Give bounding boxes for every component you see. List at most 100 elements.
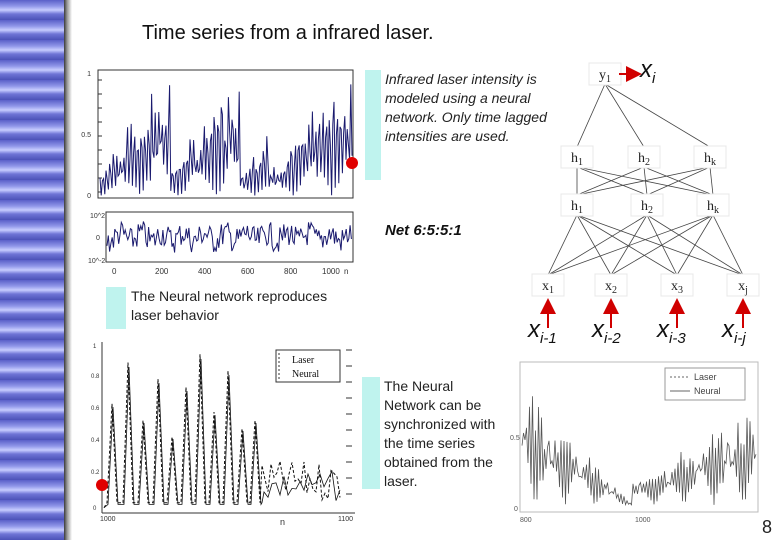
network-edge — [576, 214, 744, 276]
network-edge — [547, 214, 648, 276]
left-ytick-3: 0.6 — [91, 406, 100, 412]
network-node-label: h2 — [638, 151, 650, 168]
plot-top: 1 0.5 0 — [81, 69, 354, 200]
left-ytick-4: 0.4 — [91, 438, 100, 444]
network-node-label: y1 — [599, 68, 611, 85]
network-node-label: h1 — [571, 151, 583, 168]
top-xtick-3: 400 — [198, 267, 212, 276]
right-ytick-2: 0 — [514, 506, 518, 513]
network-edge — [576, 214, 612, 276]
network-node — [726, 273, 760, 297]
right-xtick-1: 800 — [520, 517, 532, 524]
top-xtick-2: 200 — [155, 267, 169, 276]
mid-ytick-1: 10^2 — [90, 213, 105, 220]
top-xlabel: n — [344, 267, 348, 276]
left-xtick-1: 1000 — [100, 516, 116, 523]
note-bottom-bar — [362, 377, 380, 489]
network-node-label: hk — [704, 151, 716, 168]
plot-middle: 10^2 0 10^-2 0 200 400 600 800 1000 n — [88, 211, 354, 276]
network-node — [531, 273, 565, 297]
residual-series — [106, 220, 352, 253]
top-xtick-6: 1000 — [322, 267, 340, 276]
network-edge — [547, 214, 714, 276]
network-node-label: x3 — [671, 279, 683, 296]
mid-ytick-2: 0 — [96, 235, 100, 242]
left-legend-neural: Neural — [292, 369, 319, 380]
network-node-label: h1 — [571, 199, 583, 216]
right-series — [521, 396, 757, 507]
left-ytick-6: 0 — [93, 506, 97, 512]
network-edge — [576, 83, 606, 148]
left-xtick-2: 1100 — [338, 516, 353, 523]
network-edge — [610, 214, 714, 276]
plot-right-comparison: Laser Neural 0.5 0 800 1000 — [510, 361, 759, 524]
red-marker-top — [346, 157, 358, 169]
note-top: Infrared laser intensity is modeled usin… — [385, 71, 547, 144]
network-edge — [604, 83, 645, 148]
left-ytick-5: 0.2 — [91, 470, 100, 476]
slide-title: Time series from a infrared laser. — [142, 22, 434, 44]
network-edge — [576, 166, 645, 196]
left-legend-box — [275, 349, 341, 383]
neural-network-diagram: y1 h1 h2 hk h1 h2 hk x1 x2 x3 xj — [531, 62, 760, 297]
note-mid: The Neural network reproduces laser beha… — [131, 288, 328, 323]
left-neural-series — [103, 358, 341, 509]
network-node-label: h2 — [641, 199, 653, 216]
network-edge — [676, 214, 714, 276]
binder-edge — [64, 0, 72, 540]
top-xtick-5: 800 — [284, 267, 298, 276]
network-node — [693, 145, 727, 169]
binder-strip — [0, 0, 64, 540]
network-node-label: xj — [738, 279, 748, 296]
input-var-label-2: xi-2 — [592, 316, 621, 347]
network-edge — [604, 83, 711, 148]
right-legend-neural: Neural — [694, 386, 721, 396]
top-ytick-1: 1 — [87, 71, 91, 78]
note-top-bar — [365, 70, 381, 180]
right-legend-laser: Laser — [694, 372, 717, 382]
network-label: Net 6:5:5:1 — [385, 222, 462, 239]
network-edge — [646, 166, 711, 196]
output-var-label: xi — [640, 56, 656, 87]
top-xtick-1: 0 — [112, 267, 117, 276]
input-var-label-1: xi-1 — [528, 316, 557, 347]
network-edge — [576, 214, 678, 276]
plot-left-comparison: Laser Neural 1000 1100 n 1 0.8 0.6 0.4 0… — [91, 342, 355, 527]
red-marker-bottom — [96, 479, 108, 491]
mid-ytick-3: 10^-2 — [88, 258, 105, 265]
left-xlabel: n — [280, 517, 285, 527]
right-legend-box — [664, 367, 746, 401]
network-edge — [547, 214, 578, 276]
network-edge — [576, 166, 711, 196]
input-var-label-4: xi-j — [722, 316, 746, 347]
left-ytick-1: 1 — [93, 344, 97, 350]
network-node — [594, 273, 628, 297]
left-ytick-2: 0.8 — [91, 374, 100, 380]
network-node — [627, 145, 661, 169]
top-ytick-2: 0.5 — [81, 132, 91, 139]
top-ytick-3: 0 — [87, 193, 91, 200]
network-edge — [712, 214, 744, 276]
network-node — [630, 193, 664, 217]
network-node-label: x1 — [542, 279, 554, 296]
right-ytick-1: 0.5 — [510, 435, 520, 442]
network-edge — [643, 166, 648, 196]
right-xtick-2: 1000 — [635, 517, 651, 524]
laser-series-top — [99, 84, 353, 196]
network-edge — [576, 166, 648, 196]
network-node — [696, 193, 730, 217]
network-node — [560, 145, 594, 169]
network-node-label: hk — [707, 199, 719, 216]
network-edge — [709, 166, 714, 196]
network-node — [560, 193, 594, 217]
network-node-label: x2 — [605, 279, 617, 296]
note-bottom: The Neural Network can be synchronized w… — [384, 378, 496, 489]
left-legend-laser: Laser — [292, 355, 315, 366]
network-node — [660, 273, 694, 297]
page-number: 8 — [762, 517, 773, 537]
network-edge — [610, 214, 648, 276]
top-xtick-4: 600 — [241, 267, 255, 276]
note-mid-bar — [106, 287, 126, 329]
input-var-label-3: xi-3 — [657, 316, 686, 347]
